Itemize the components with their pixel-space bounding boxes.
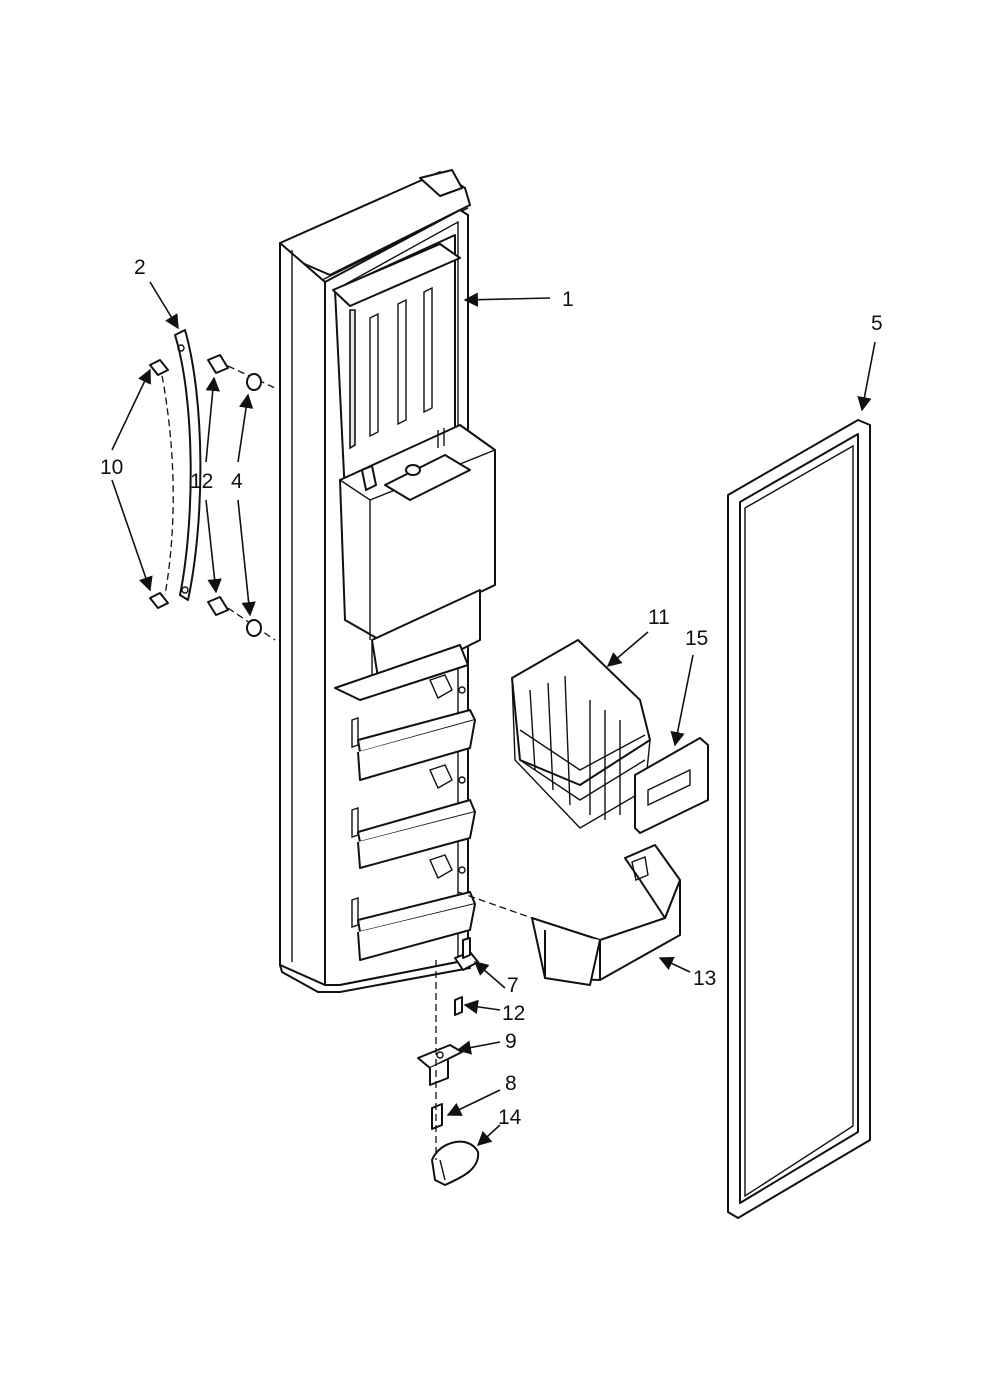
callout-12-upper: 12 [190, 470, 213, 493]
callout-5: 5 [871, 312, 883, 335]
callout-1: 1 [562, 288, 574, 311]
wire-basket [511, 639, 651, 829]
mounting-screws [207, 354, 276, 641]
lower-hinge [417, 1044, 463, 1086]
callout-12-lower: 12 [502, 1002, 525, 1025]
hinge-bracket [454, 937, 479, 971]
handle-screws [149, 359, 169, 609]
door-gasket [727, 419, 871, 1219]
hinge-screw [454, 996, 463, 1016]
callout-11: 11 [648, 606, 670, 629]
door-handle [159, 329, 202, 601]
callout-14: 14 [498, 1106, 522, 1129]
spacers [246, 373, 262, 637]
callout-4: 4 [231, 470, 243, 493]
door-assembly [279, 169, 496, 993]
basket-front [634, 737, 709, 834]
callout-7: 7 [507, 974, 519, 997]
callout-2: 2 [134, 256, 146, 279]
callout-8: 8 [505, 1072, 517, 1095]
callout-9: 9 [505, 1030, 517, 1053]
leader-lines [111, 281, 876, 1146]
lower-bin [531, 844, 681, 986]
hinge-pin [431, 1103, 443, 1130]
callout-labels: 1 2 5 10 12 4 11 15 13 7 12 9 8 14 [100, 256, 883, 1129]
bin-alignment-line [457, 891, 533, 919]
callout-15: 15 [685, 627, 708, 650]
callout-10: 10 [100, 456, 123, 479]
hinge-cover [431, 1140, 480, 1186]
callout-13: 13 [693, 967, 716, 990]
